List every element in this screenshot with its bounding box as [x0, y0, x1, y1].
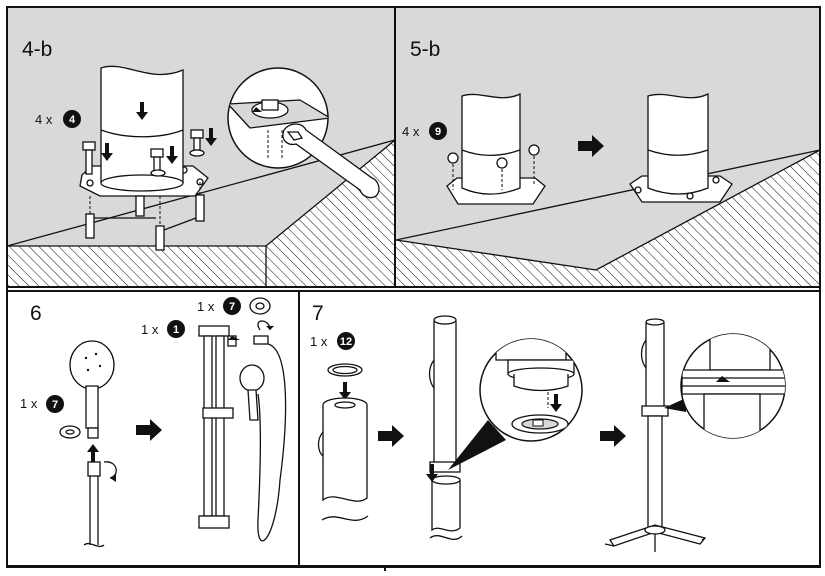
bolt-1 [82, 141, 113, 175]
step-label-6: 6 [30, 302, 42, 325]
part-callout-6c: 1 x 7 [197, 297, 241, 315]
part-number-badge: 9 [435, 126, 441, 138]
part-callout-6b: 1 x 1 [141, 320, 185, 338]
step-label-7: 7 [312, 302, 324, 325]
slide-rail [198, 325, 237, 529]
arrow-right-icon [600, 425, 626, 447]
part-qty: 1 x [20, 396, 38, 411]
wall-anchors [85, 182, 205, 251]
step-label-4b: 4-b [22, 38, 52, 61]
panel-5b [396, 7, 820, 287]
part-number-badge: 12 [340, 336, 352, 348]
part-qty: 1 x [141, 322, 159, 337]
hose-and-head [239, 343, 287, 542]
hose-end [83, 461, 117, 548]
o-ring [327, 363, 363, 377]
arrow-right-icon [136, 419, 162, 441]
panel-4b [7, 7, 395, 287]
zoom-pointer [448, 420, 506, 470]
panel-grid [6, 6, 821, 571]
part-qty: 1 x [310, 334, 328, 349]
part-callout-4b: 4 x 4 [35, 110, 81, 128]
part-number-badge: 4 [69, 114, 76, 126]
column-assembly [426, 315, 463, 541]
part-qty: 1 x [197, 299, 215, 314]
arrow-down-icon [339, 382, 351, 400]
panel-7 [317, 315, 786, 552]
base-pipe [317, 397, 369, 521]
wrench-icon [282, 123, 380, 199]
hand-shower [69, 340, 115, 439]
part-callout-5b: 4 x 9 [402, 122, 447, 140]
part-qty: 4 x [35, 112, 53, 127]
zoom-pointer [664, 398, 686, 412]
bolt-2 [150, 146, 178, 177]
magnifier-callout-icon [680, 333, 786, 439]
magnifier-callout-icon [227, 67, 380, 199]
arrow-right-icon [378, 425, 404, 447]
part-number-badge: 1 [173, 324, 179, 336]
wall-mount-connector [228, 297, 274, 345]
part-callout-6a: 1 x 7 [20, 395, 64, 413]
assembled-shower-column [604, 318, 707, 552]
washer-callout [59, 425, 81, 439]
step-label-5b: 5-b [410, 38, 440, 61]
panel-6 [59, 297, 287, 548]
part-number-badge: 7 [229, 301, 235, 313]
bolt-3 [189, 128, 217, 157]
pipe-after [629, 92, 733, 203]
part-callout-7: 1 x 12 [310, 332, 355, 350]
pipe [100, 65, 184, 192]
magnifier-callout-icon [479, 338, 583, 442]
part-qty: 4 x [402, 124, 420, 139]
arrow-up-icon [87, 444, 99, 462]
part-number-badge: 7 [52, 399, 58, 411]
pipe-before [446, 92, 546, 205]
